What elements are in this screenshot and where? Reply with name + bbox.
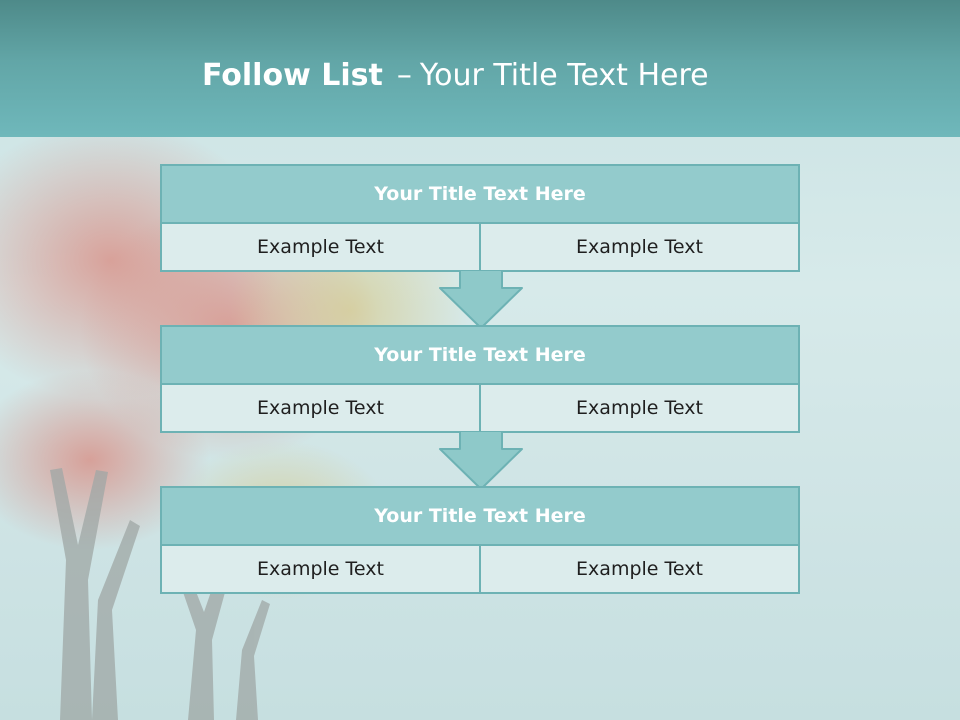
step-box-3: Your Title Text Here Example Text Exampl…: [160, 486, 800, 594]
step-row: Example Text Example Text: [162, 224, 798, 270]
step-cell-left: Example Text: [162, 224, 479, 270]
step-title: Your Title Text Here: [162, 166, 798, 224]
step-cell-right: Example Text: [479, 224, 798, 270]
step-cell-right: Example Text: [479, 385, 798, 431]
title-dash: –: [396, 58, 412, 93]
down-arrow-icon: [439, 270, 523, 329]
title-banner: [0, 0, 960, 137]
title-main: Follow List: [202, 58, 383, 93]
step-box-2: Your Title Text Here Example Text Exampl…: [160, 325, 800, 433]
step-box-1: Your Title Text Here Example Text Exampl…: [160, 164, 800, 272]
down-arrow-icon: [439, 431, 523, 490]
step-cell-left: Example Text: [162, 546, 479, 592]
step-row: Example Text Example Text: [162, 546, 798, 592]
title-subtitle: Your Title Text Here: [419, 58, 709, 93]
slide-title: Follow List – Your Title Text Here: [202, 52, 709, 102]
step-cell-left: Example Text: [162, 385, 479, 431]
step-row: Example Text Example Text: [162, 385, 798, 431]
step-cell-right: Example Text: [479, 546, 798, 592]
step-title: Your Title Text Here: [162, 327, 798, 385]
step-title: Your Title Text Here: [162, 488, 798, 546]
